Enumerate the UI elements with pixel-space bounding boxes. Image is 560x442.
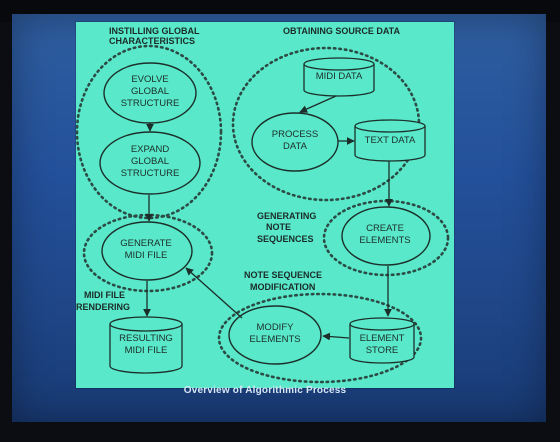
node-store-line1: ELEMENT [360,333,405,344]
node-modify-ellipse [228,305,322,365]
heading-rendering-line2: RENDERING [76,302,130,312]
node-expand-line3: STRUCTURE [121,168,180,179]
slide-caption: Overview of Algorithmic Process [183,385,347,396]
arrow-modify-to-generate [185,267,243,319]
node-text-line1: TEXT DATA [365,135,416,146]
node-expand-line1: EXPAND [131,144,170,155]
node-result-line2: MIDI FILE [125,345,168,356]
element-store-cylinder [349,317,415,364]
heading-source: OBTAINING SOURCE DATA [283,26,400,36]
node-store-line2: STORE [366,345,399,356]
arrow-store-to-modify [322,332,350,341]
node-create-ellipse [341,206,431,266]
group-modification-ellipse [217,292,423,384]
node-modify-line1: MODIFY [257,322,295,333]
arrow-midi-to-process [299,95,337,113]
node-process-ellipse [251,112,339,172]
node-create-line2: ELEMENTS [359,235,410,246]
node-result-line1: RESULTING [119,333,173,344]
heading-sequences-line1: GENERATING [257,211,316,221]
node-evolve-line3: STRUCTURE [121,98,180,109]
node-evolve-line1: EVOLVE [131,74,168,85]
heading-modification-line2: MODIFICATION [250,282,315,292]
node-generate-line2: MIDI FILE [125,250,168,261]
node-evolve-line2: GLOBAL [131,86,169,97]
heading-sequences-line3: SEQUENCES [257,234,314,244]
node-process-line2: DATA [283,141,308,152]
heading-sequences-line2: NOTE [266,222,291,232]
node-expand-ellipse [99,131,201,195]
heading-modification-line1: NOTE SEQUENCE [244,270,322,280]
heading-global-line2: CHARACTERISTICS [109,36,195,46]
heading-rendering-line1: MIDI FILE [84,290,125,300]
node-expand-line2: GLOBAL [131,156,169,167]
midi-data-cylinder [303,57,375,97]
node-midi-line1: MIDI DATA [316,71,363,82]
node-create-line1: CREATE [366,223,404,234]
resulting-midi-cylinder [109,316,183,374]
heading-global-line1: INSTILLING GLOBAL [109,26,200,36]
text-data-cylinder [354,119,426,162]
group-global-ellipse [75,44,223,220]
node-generate-ellipse [101,221,193,281]
node-modify-line2: ELEMENTS [249,334,300,345]
node-generate-line1: GENERATE [120,238,172,249]
node-process-line1: PROCESS [272,129,318,140]
